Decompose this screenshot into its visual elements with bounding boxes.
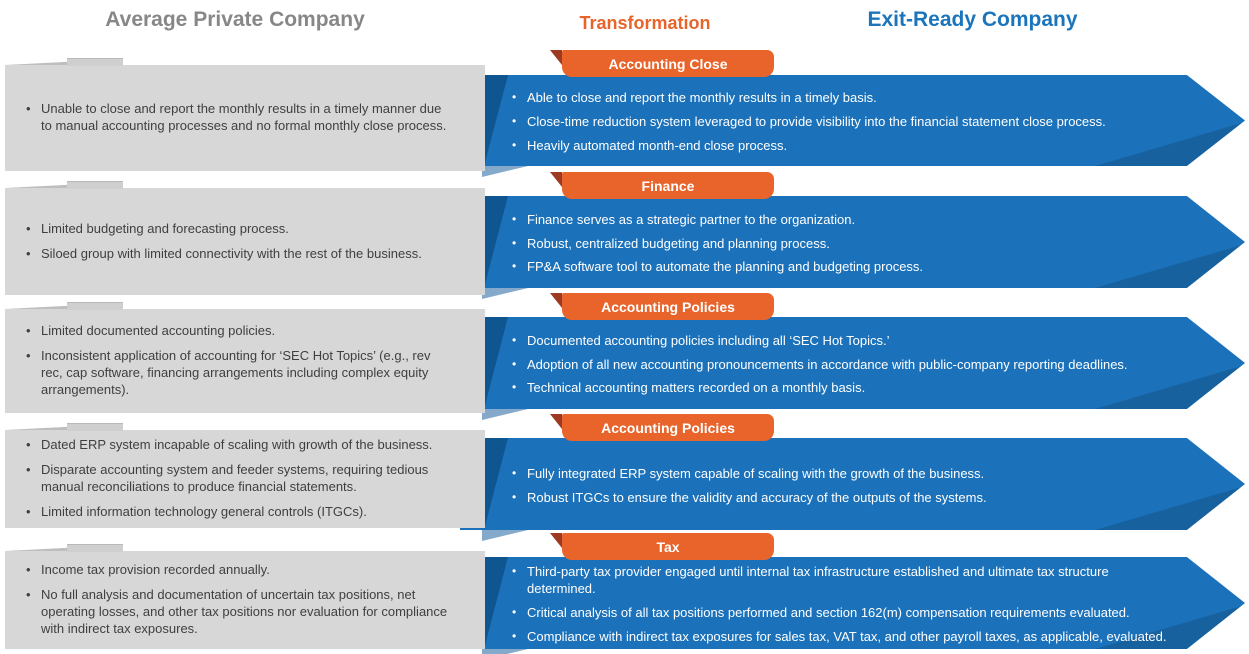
arrow-bottom-fold: [482, 409, 528, 420]
bullet-item: Compliance with indirect tax exposures f…: [510, 629, 1180, 646]
bullet-item: Unable to close and report the monthly r…: [25, 101, 455, 135]
row-accounting-policies: Documented accounting policies including…: [0, 293, 1249, 420]
bullet-item: Critical analysis of all tax positions p…: [510, 605, 1180, 622]
gray-box-tab: [67, 58, 123, 66]
private-company-box: Income tax provision recorded annually. …: [5, 544, 485, 649]
transformation-banner: Accounting Policies: [550, 293, 774, 320]
row-finance: Finance serves as a strategic partner to…: [0, 172, 1249, 299]
exit-ready-arrow: Third-party tax provider engaged until i…: [460, 557, 1245, 654]
gray-box-tab: [67, 181, 123, 189]
private-company-box: Unable to close and report the monthly r…: [5, 58, 485, 171]
bullet-item: Adoption of all new accounting pronounce…: [510, 357, 1128, 374]
bullet-item: Able to close and report the monthly res…: [510, 90, 1106, 107]
exit-ready-arrow: Able to close and report the monthly res…: [460, 75, 1245, 177]
bullet-item: Income tax provision recorded annually.: [25, 562, 455, 579]
gray-bullet-list: Dated ERP system incapable of scaling wi…: [5, 437, 485, 521]
arrow-shape: Able to close and report the monthly res…: [460, 75, 1245, 166]
banner-label: Accounting Policies: [601, 419, 735, 436]
transformation-banner: Accounting Close: [550, 50, 774, 77]
banner-label: Accounting Close: [608, 55, 728, 72]
arrow-bullet-list: Fully integrated ERP system capable of s…: [460, 462, 1052, 507]
transformation-banner: Accounting Policies: [550, 414, 774, 441]
bullet-item: Third-party tax provider engaged until i…: [510, 564, 1180, 598]
banner-fold: [550, 533, 562, 548]
banner-label: Tax: [656, 538, 680, 555]
gray-box-sliver: [5, 303, 123, 309]
transformation-banner: Tax: [550, 533, 774, 560]
arrow-bullet-list: Finance serves as a strategic partner to…: [460, 208, 988, 277]
arrow-bottom-fold: [482, 530, 528, 541]
arrow-tip-shade: [1095, 486, 1245, 530]
arrow-bottom-fold: [482, 649, 528, 654]
bullet-item: Limited documented accounting policies.: [25, 323, 455, 340]
bullet-item: No full analysis and documentation of un…: [25, 587, 455, 638]
header-average-private-company: Average Private Company: [105, 8, 365, 31]
exit-ready-arrow: Finance serves as a strategic partner to…: [460, 196, 1245, 299]
bullet-item: Close-time reduction system leveraged to…: [510, 114, 1106, 131]
bullet-item: Heavily automated month-end close proces…: [510, 138, 1106, 155]
gray-box-sliver: [5, 59, 123, 65]
gray-box-sliver: [5, 182, 123, 188]
arrow-bottom-fold: [482, 166, 528, 177]
arrow-shape: Third-party tax provider engaged until i…: [460, 557, 1245, 649]
exit-ready-arrow: Fully integrated ERP system capable of s…: [460, 438, 1245, 541]
bullet-item: Limited information technology general c…: [25, 504, 455, 521]
gray-bullet-list: Limited budgeting and forecasting proces…: [5, 221, 452, 263]
gray-bullet-list: Income tax provision recorded annually. …: [5, 562, 485, 638]
banner-fold: [550, 414, 562, 429]
gray-box-tab: [67, 544, 123, 552]
transformation-banner: Finance: [550, 172, 774, 199]
header-exit-ready-company: Exit-Ready Company: [867, 8, 1078, 31]
bullet-item: Inconsistent application of accounting f…: [25, 348, 455, 399]
arrow-bullet-list: Able to close and report the monthly res…: [460, 86, 1171, 155]
gray-bullet-list: Unable to close and report the monthly r…: [5, 101, 485, 135]
banner-fold: [550, 172, 562, 187]
gray-box-sliver: [5, 424, 123, 430]
bullet-item: FP&A software tool to automate the plann…: [510, 259, 923, 276]
row-tax: Third-party tax provider engaged until i…: [0, 533, 1249, 654]
arrow-bullet-list: Third-party tax provider engaged until i…: [460, 560, 1245, 646]
gray-box-sliver: [5, 545, 123, 551]
bullet-item: Dated ERP system incapable of scaling wi…: [25, 437, 455, 454]
bullet-item: Documented accounting policies including…: [510, 333, 1128, 350]
exit-ready-arrow: Documented accounting policies including…: [460, 317, 1245, 420]
bullet-item: Finance serves as a strategic partner to…: [510, 212, 923, 229]
bullet-item: Technical accounting matters recorded on…: [510, 380, 1128, 397]
bullet-item: Disparate accounting system and feeder s…: [25, 462, 455, 496]
row-systems: Fully integrated ERP system capable of s…: [0, 414, 1249, 541]
private-company-box: Limited budgeting and forecasting proces…: [5, 181, 485, 295]
arrow-bullet-list: Documented accounting policies including…: [460, 329, 1193, 398]
bullet-item: Robust, centralized budgeting and planni…: [510, 236, 923, 253]
bullet-item: Limited budgeting and forecasting proces…: [25, 221, 422, 238]
gray-box-tab: [67, 423, 123, 431]
private-company-box: Limited documented accounting policies. …: [5, 302, 485, 413]
private-company-box: Dated ERP system incapable of scaling wi…: [5, 423, 485, 528]
banner-label: Finance: [641, 177, 695, 194]
arrow-tip-shade: [1095, 244, 1245, 288]
header-transformation: Transformation: [579, 13, 711, 33]
arrow-shape: Fully integrated ERP system capable of s…: [460, 438, 1245, 530]
bullet-item: Fully integrated ERP system capable of s…: [510, 466, 987, 483]
bullet-item: Robust ITGCs to ensure the validity and …: [510, 490, 987, 507]
banner-label: Accounting Policies: [601, 298, 735, 315]
arrow-bottom-fold: [482, 288, 528, 299]
row-accounting-close: Able to close and report the monthly res…: [0, 50, 1249, 177]
banner-fold: [550, 293, 562, 308]
banner-fold: [550, 50, 562, 65]
gray-bullet-list: Limited documented accounting policies. …: [5, 323, 485, 399]
arrow-shape: Finance serves as a strategic partner to…: [460, 196, 1245, 288]
bullet-item: Siloed group with limited connectivity w…: [25, 246, 422, 263]
gray-box-tab: [67, 302, 123, 310]
arrow-shape: Documented accounting policies including…: [460, 317, 1245, 409]
